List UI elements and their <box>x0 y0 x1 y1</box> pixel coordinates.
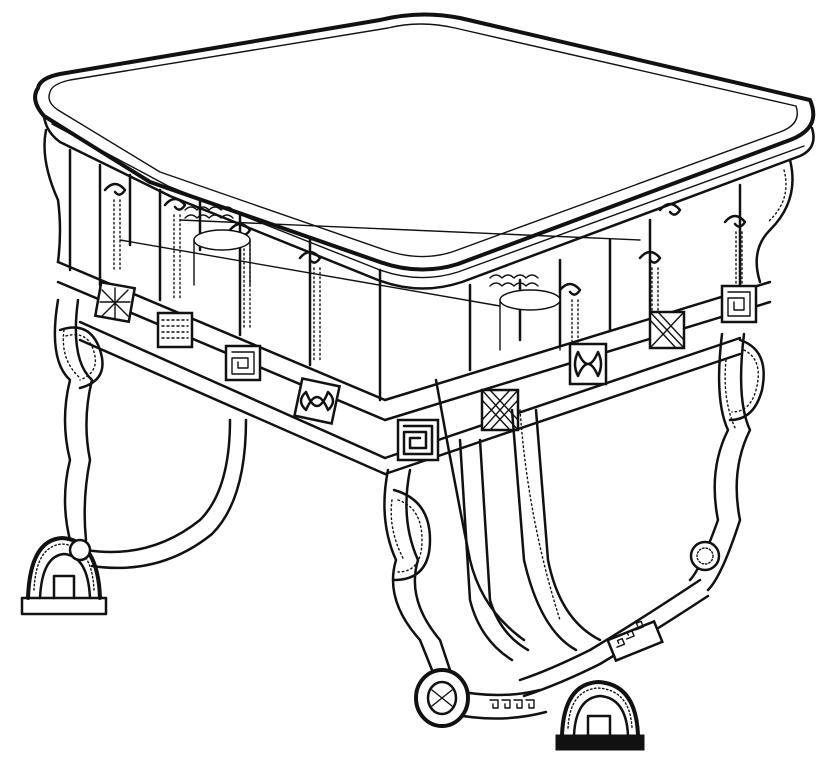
left-brace <box>58 326 104 390</box>
back-drums <box>193 229 561 351</box>
dotted-bands <box>113 199 743 361</box>
front-right-lower-rail-bottom <box>383 352 742 476</box>
front-center-leg <box>458 438 514 662</box>
front-right-lower-rail-top <box>383 336 742 460</box>
front-corner-brace <box>392 488 432 582</box>
far-right-lattice-panel <box>648 310 686 350</box>
right-corner-bracket <box>755 158 794 284</box>
interlace-knot-panel <box>292 376 342 426</box>
scroll-finials <box>103 182 747 296</box>
back-right-rail <box>179 219 641 241</box>
table-legs <box>20 128 794 751</box>
lattice-panel <box>93 280 137 324</box>
corner-meander-panel <box>396 418 440 462</box>
left-stretcher <box>84 418 232 554</box>
apron-frame <box>56 148 772 476</box>
coiled-capitals <box>184 206 539 287</box>
right-stretcher <box>518 578 702 682</box>
front-left-lower-rail-top <box>78 320 387 460</box>
right-knot-panel <box>568 342 608 386</box>
right-medallion <box>689 540 721 572</box>
rail-panels <box>93 280 758 462</box>
apron-posts <box>68 148 742 402</box>
lower-meander <box>489 699 535 709</box>
meander-panel <box>224 344 262 382</box>
left-knob <box>68 538 92 562</box>
back-left-foot <box>20 536 108 616</box>
dotted-panel <box>156 311 194 349</box>
front-left-lower-rail-bottom <box>78 338 387 476</box>
right-lattice-panel <box>480 388 520 432</box>
table-top <box>33 12 816 290</box>
front-left-foot <box>414 668 470 728</box>
front-right-foot <box>555 680 645 751</box>
right-brace <box>728 338 765 422</box>
stretcher-meander <box>606 619 664 663</box>
table-top-thickness <box>42 114 815 290</box>
table-top-inner-edge <box>48 23 798 258</box>
table-top-thickness-inner <box>51 123 805 279</box>
left-corner-bracket <box>43 128 62 264</box>
center-leg-a <box>434 378 526 642</box>
front-left-leg <box>383 468 438 682</box>
far-right-meander-panel <box>720 284 758 324</box>
back-left-leg <box>53 298 72 542</box>
